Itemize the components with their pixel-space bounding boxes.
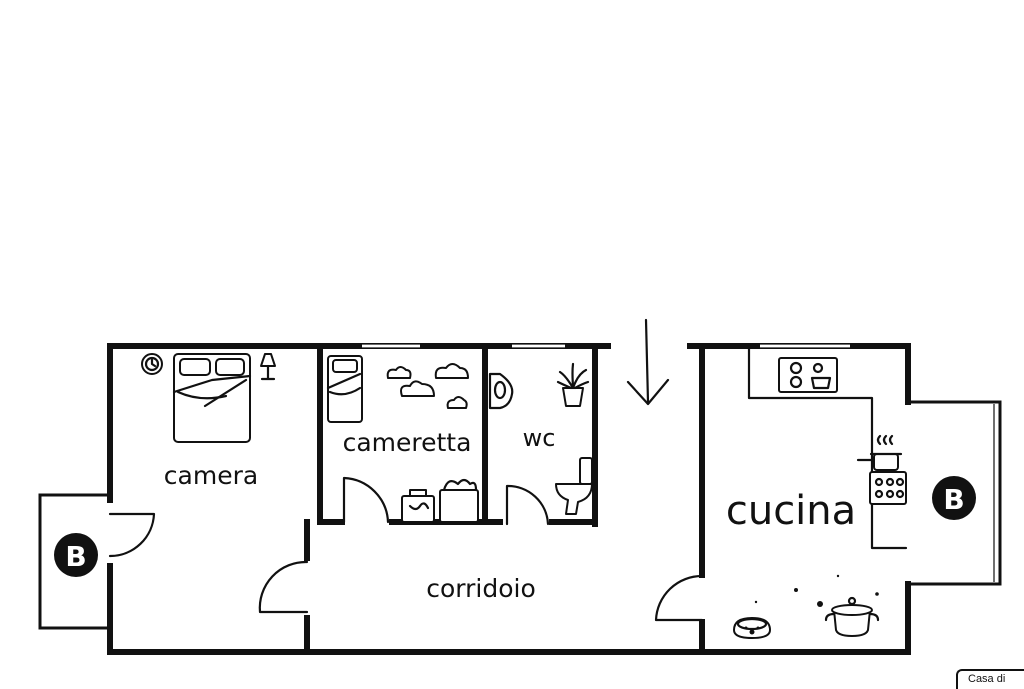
- cloud-icon: [386, 363, 469, 409]
- cooking-pot-icon: [824, 596, 880, 637]
- stove-icon: [869, 471, 907, 505]
- room-label-cucina: cucina: [726, 488, 856, 534]
- balcony-right-label: B: [943, 483, 964, 516]
- windows: [362, 343, 850, 349]
- room-label-wc: wc: [523, 424, 556, 452]
- balcony-right: B: [908, 400, 1002, 586]
- pot-icon: [856, 434, 903, 471]
- single-bed-icon: [326, 355, 363, 423]
- toy-box-icon: [401, 478, 479, 523]
- room-label-cameretta: cameretta: [343, 428, 472, 457]
- counter: [747, 346, 908, 550]
- cooktop-icon: [778, 357, 838, 393]
- plant-icon: [556, 362, 590, 407]
- pet-bowl-icon: [733, 617, 771, 639]
- bed-icon: [172, 353, 252, 443]
- lamp-icon: [260, 353, 276, 381]
- room-label-corridoio: corridoio: [426, 574, 536, 603]
- room-label-camera: camera: [164, 461, 258, 490]
- corner-tag: Casa di: [956, 669, 1024, 689]
- arrow-down-icon: [626, 318, 670, 406]
- clock-icon: [141, 353, 163, 375]
- crumbs: [754, 574, 879, 607]
- balcony-left: B: [38, 493, 110, 630]
- sink-icon: [488, 372, 514, 410]
- balcony-left-label: B: [65, 540, 86, 573]
- toilet-icon: [555, 457, 593, 515]
- doors: [108, 476, 704, 622]
